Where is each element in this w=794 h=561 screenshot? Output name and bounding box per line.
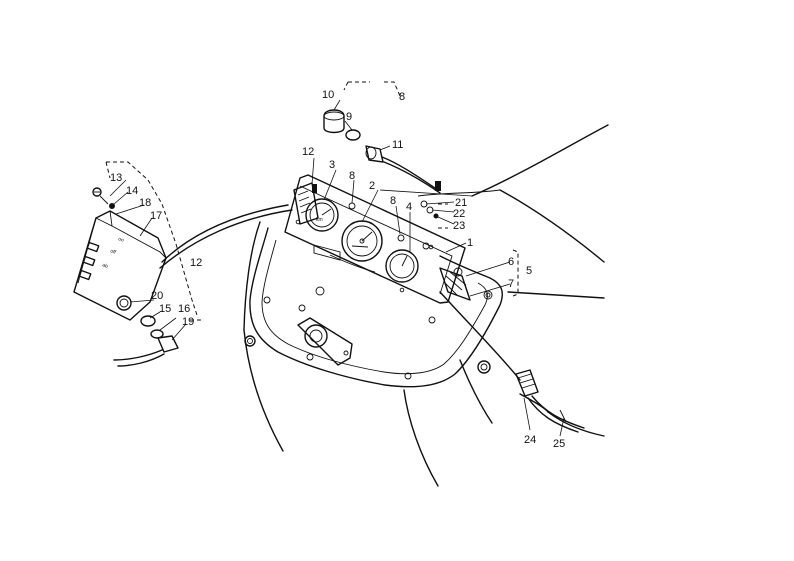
svg-text:km: km bbox=[316, 217, 323, 223]
speedometer-cable bbox=[439, 291, 585, 433]
callout-14: 14 bbox=[126, 185, 138, 197]
right-connector bbox=[439, 267, 471, 301]
callout-4: 4 bbox=[406, 201, 412, 213]
body-mount-holes bbox=[244, 335, 491, 374]
callout-12-cable: 12 bbox=[190, 257, 202, 269]
right-gauge bbox=[385, 249, 419, 283]
body-fairing-outline bbox=[243, 124, 609, 487]
group-bracket-21-23 bbox=[438, 203, 448, 229]
speedometer-gauge bbox=[341, 220, 383, 262]
callout-8-right: 8 bbox=[390, 195, 396, 207]
washer-14 bbox=[109, 203, 115, 209]
callout-3: 3 bbox=[329, 159, 335, 171]
callout-10: 10 bbox=[322, 89, 334, 101]
callout-6: 6 bbox=[508, 256, 514, 268]
callout-23: 23 bbox=[453, 220, 465, 232]
callout-16: 16 bbox=[178, 303, 190, 315]
cable-12 bbox=[159, 204, 293, 269]
callout-5: 5 bbox=[526, 265, 532, 277]
leader-lines bbox=[109, 99, 565, 437]
callout-25: 25 bbox=[553, 438, 565, 450]
callout-21: 21 bbox=[455, 197, 467, 209]
callout-18: 18 bbox=[139, 197, 151, 209]
svg-text:on: on bbox=[117, 236, 124, 244]
callout-12-panel: 12 bbox=[302, 146, 314, 158]
callout-9: 9 bbox=[346, 111, 352, 123]
socket-11 bbox=[365, 145, 441, 194]
bulb-9 bbox=[345, 129, 361, 141]
group-bracket-8 bbox=[343, 81, 401, 97]
handlebar-switch-box: on off ab bbox=[73, 210, 167, 321]
left-gauge: km bbox=[305, 198, 339, 232]
callout-8-mid: 8 bbox=[349, 170, 355, 182]
svg-text:ab: ab bbox=[101, 262, 108, 270]
bulb-holder-15-16 bbox=[113, 315, 179, 367]
group-bracket-5 bbox=[512, 249, 519, 297]
group-bracket-switchbox bbox=[105, 161, 202, 321]
lower-bracket bbox=[297, 317, 353, 366]
screw-13 bbox=[92, 187, 109, 205]
callout-11: 11 bbox=[392, 139, 403, 151]
svg-text:off: off bbox=[109, 248, 117, 256]
callout-19: 19 bbox=[182, 316, 194, 328]
callout-7: 7 bbox=[508, 278, 514, 290]
panel-switch-block bbox=[293, 182, 319, 225]
callout-22: 22 bbox=[453, 208, 465, 220]
callout-20: 20 bbox=[151, 290, 163, 302]
callout-17: 17 bbox=[150, 210, 162, 222]
callout-15: 15 bbox=[159, 303, 171, 315]
callout-24: 24 bbox=[524, 434, 536, 446]
callout-1: 1 bbox=[467, 237, 473, 249]
callout-8-top: 8 bbox=[399, 91, 405, 103]
callout-labels: 10 8 9 11 12 3 8 2 21 22 23 8 4 1 6 5 7 … bbox=[110, 89, 565, 450]
callout-13: 13 bbox=[110, 172, 122, 184]
lamp-socket-10 bbox=[323, 109, 345, 134]
callout-2: 2 bbox=[369, 180, 375, 192]
panel-housing bbox=[249, 227, 503, 388]
